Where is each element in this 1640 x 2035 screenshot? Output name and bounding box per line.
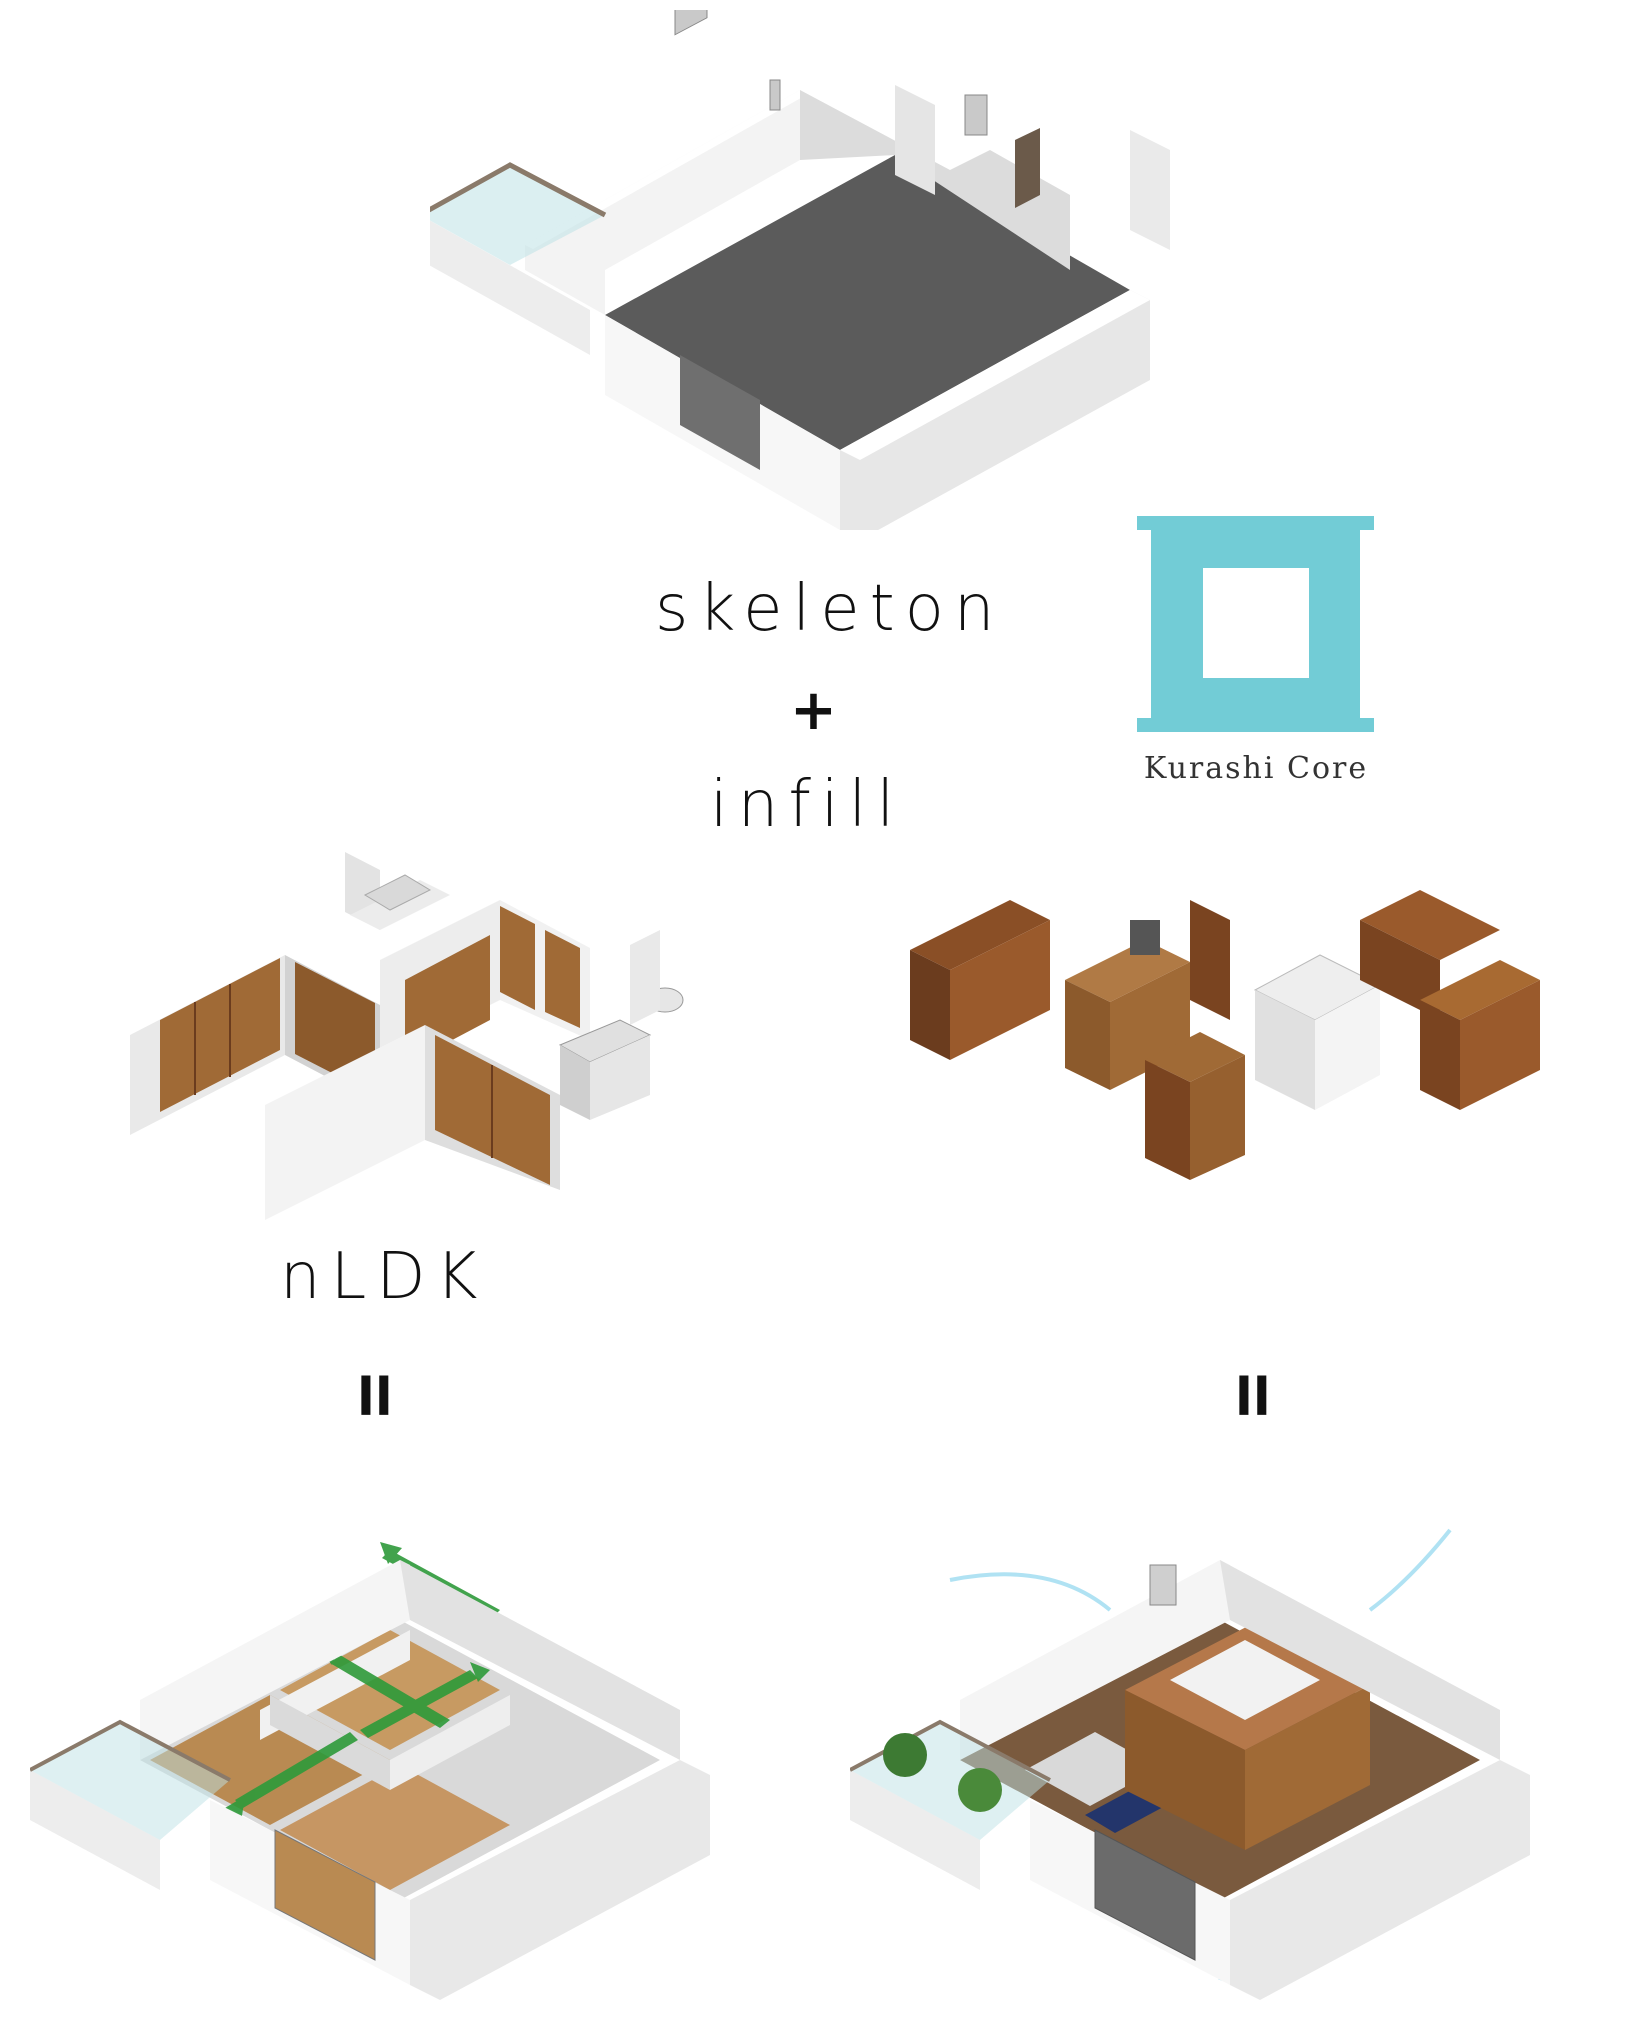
- outer-wall-front-right: [1230, 1760, 1530, 2000]
- skeleton-door: [1015, 128, 1040, 208]
- desk-module: [1145, 1032, 1245, 1082]
- vanity-module: [1065, 940, 1190, 1002]
- balcony: [30, 1770, 160, 1890]
- kurashi-core-floorplan-illustration: [850, 1528, 1530, 2000]
- kurashi-core-logo: Kurashi Core: [1112, 488, 1400, 808]
- skeleton-illustration: [430, 10, 1170, 530]
- skeleton-floor: [605, 155, 1130, 450]
- nldk-floorplan-illustration: [30, 1542, 710, 2000]
- nldk-label: nLDK: [280, 1240, 488, 1314]
- wood-door: [160, 958, 280, 1112]
- closet-module: [1360, 890, 1500, 960]
- equals-sign-right: ll: [1235, 1368, 1271, 1428]
- infill-modules-illustration: [910, 890, 1540, 1180]
- balcony: [850, 1770, 980, 1890]
- kurashi-core-logo-mark: [1137, 516, 1374, 732]
- skeleton-balcony: [430, 220, 590, 355]
- shelf-module: [1420, 960, 1540, 1020]
- skeleton-back-wall: [525, 90, 800, 315]
- equals-sign-left: ll: [357, 1368, 393, 1428]
- plant: [883, 1733, 927, 1777]
- wood-door: [545, 930, 580, 1028]
- skeleton-front-right-wall: [840, 290, 1150, 530]
- infill-label: infill: [710, 768, 905, 842]
- outer-wall-front-right: [410, 1760, 710, 2000]
- skeleton-window: [674, 10, 708, 36]
- partition-front: [265, 1025, 425, 1220]
- skeleton-label: skeleton: [655, 572, 1005, 646]
- wood-door: [500, 906, 535, 1010]
- logo-caption: Kurashi Core: [1143, 751, 1369, 786]
- plant: [958, 1768, 1002, 1812]
- wood-module: [910, 900, 1050, 970]
- plus-sign: +: [790, 678, 837, 743]
- bathtub: [363, 874, 432, 911]
- room-floor: [280, 1765, 510, 1890]
- nldk-partitions-illustration: [130, 852, 684, 1220]
